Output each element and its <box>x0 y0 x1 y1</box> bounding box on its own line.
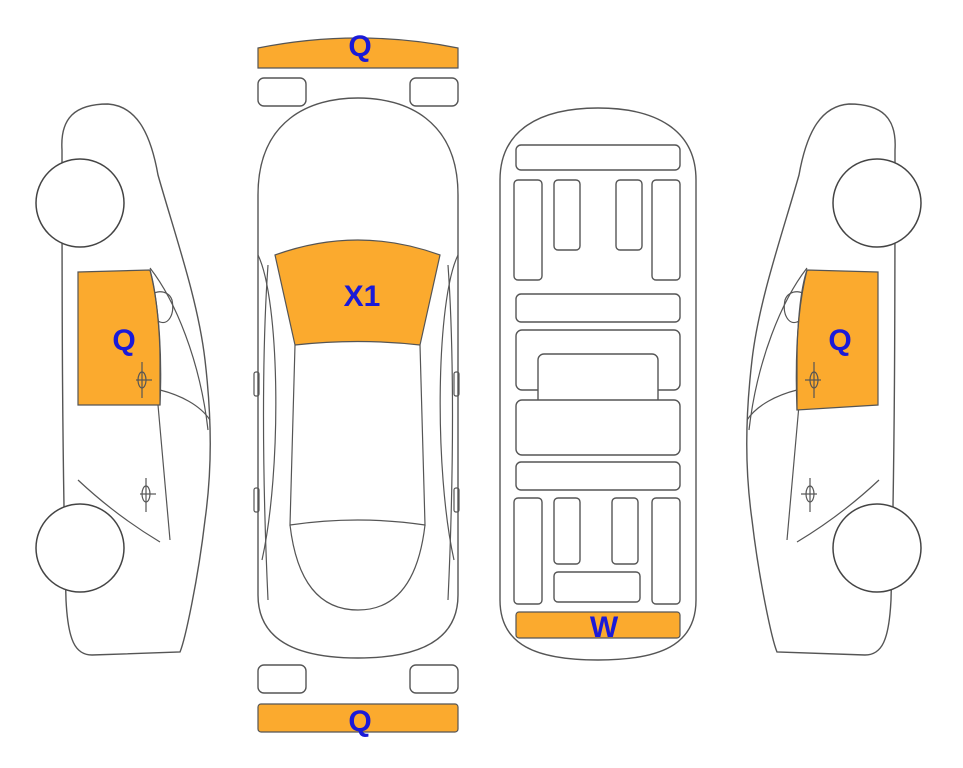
rear-right-light <box>409 664 459 694</box>
windshield-panel <box>274 239 441 346</box>
left-side-door-seam <box>77 479 161 543</box>
left-front-door-handle <box>136 362 152 398</box>
left-side-windshield-line <box>149 267 209 431</box>
underbody-left-rail-front <box>513 179 543 281</box>
underbody-floor-rear <box>515 399 681 456</box>
rear-bumper-label: Q <box>348 705 371 738</box>
top-view-left-side <box>262 264 269 601</box>
front-right-light <box>409 77 459 107</box>
left-side-view: Q <box>35 103 211 656</box>
right-side-door-seam <box>796 479 880 543</box>
right-side-front-wheel <box>832 158 922 248</box>
underbody-axle-right <box>611 497 639 565</box>
underbody-crossmember-rear <box>515 461 681 491</box>
left-rear-door-handle <box>140 478 156 512</box>
underbody-rear-panel <box>515 611 681 639</box>
right-side-windshield-line <box>748 267 808 431</box>
windshield-label: X1 <box>344 280 381 313</box>
left-mirror-top <box>253 371 260 397</box>
underbody-engine-right <box>615 179 643 251</box>
left-rear-mirror-top <box>253 487 260 513</box>
top-view-right-arc <box>439 254 459 561</box>
front-bumper-label: Q <box>348 30 371 63</box>
underbody-tank <box>553 571 641 603</box>
front-left-light <box>257 77 307 107</box>
right-side-rear-wheel <box>832 503 922 593</box>
right-side-window-edge <box>795 269 808 411</box>
front-bumper-panel <box>257 37 459 69</box>
underbody-left-rail-rear <box>513 497 543 605</box>
top-view: Q X1 Q <box>253 30 460 738</box>
top-view-rear-window <box>289 524 426 611</box>
right-rear-door-handle <box>801 478 817 512</box>
right-side-rear-line <box>786 404 800 541</box>
left-side-front-wheel <box>35 158 125 248</box>
underbody-engine-left <box>553 179 581 251</box>
rear-bumper-panel <box>257 703 459 733</box>
underbody-rear-label: W <box>590 611 619 644</box>
right-front-door-label: Q <box>828 324 851 357</box>
underbody-axle-left <box>553 497 581 565</box>
rear-left-light <box>257 664 307 694</box>
left-side-rear-wheel <box>35 503 125 593</box>
underbody-view: W <box>499 107 697 661</box>
top-view-right-side <box>447 264 454 601</box>
underbody-right-rail-rear <box>651 497 681 605</box>
underbody-front-bar <box>515 144 681 171</box>
top-view-body <box>257 97 459 659</box>
left-front-door-label: Q <box>112 324 135 357</box>
right-rear-mirror-top <box>453 487 460 513</box>
right-front-door-handle <box>805 362 821 398</box>
underbody-crossmember-front <box>515 293 681 323</box>
top-view-left-arc <box>257 254 277 561</box>
right-side-pillar <box>746 389 798 421</box>
right-side-view: Q <box>746 103 922 656</box>
left-side-window-edge <box>149 269 162 406</box>
right-mirror-top <box>453 371 460 397</box>
left-side-rear-line <box>157 404 171 541</box>
left-side-pillar <box>159 389 211 421</box>
underbody-right-rail-front <box>651 179 681 281</box>
top-view-roof <box>289 344 426 526</box>
